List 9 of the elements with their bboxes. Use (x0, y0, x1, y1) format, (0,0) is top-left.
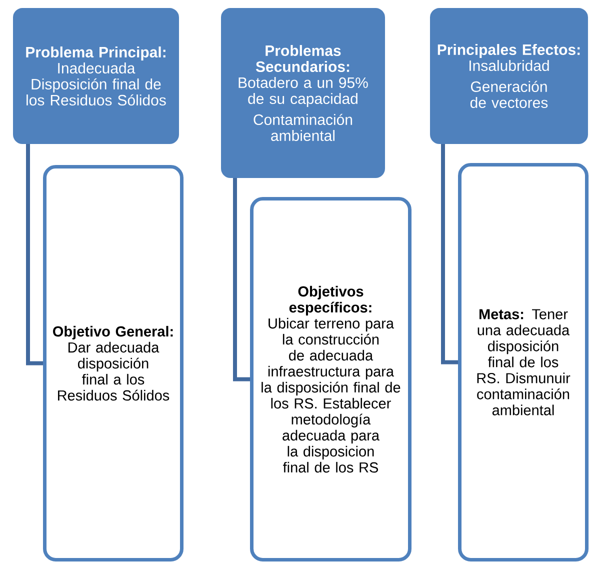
objective-box: Objetivo General: Dar adecuada disposición final a los Residuos Sólidos (43, 165, 184, 562)
objective-box: Metas: Tener una adecuada disposición final de los RS. Dismunuir contaminación ambiental (458, 163, 588, 562)
objective-box: Objetivos específicos: Ubicar terreno para la construcción de adecuada infraestructura para la disposición final de los RS. Establecer metodología adecuada para la disposicion final de los RS (250, 197, 412, 562)
problem-box: Problema Principal: Inadecuada Disposición final de los Residuos Sólidos (13, 8, 179, 144)
problem-box: Problemas Secundarios: Botadero a un 95% de su capacidad Contaminación ambiental (221, 8, 385, 178)
problem-box: Principales Efectos: Insalubridad Generación de vectores (430, 8, 588, 144)
connector-line (233, 178, 250, 382)
connector-line (26, 144, 43, 366)
connector-line (441, 144, 458, 364)
